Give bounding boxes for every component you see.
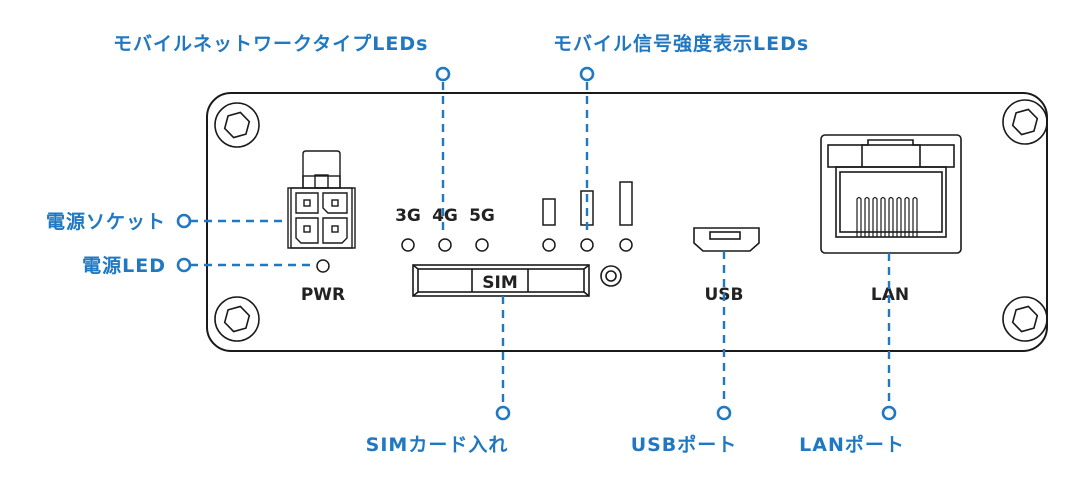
4-pin-power-connector-icon[interactable]	[287, 150, 356, 249]
power-led	[316, 259, 330, 273]
net-5g-label: 5G	[469, 206, 495, 226]
callout-power-socket: 電源ソケット	[46, 210, 166, 233]
screw-icon	[214, 296, 260, 342]
screw-icon	[1002, 296, 1048, 342]
net-3g-label: 3G	[395, 206, 421, 226]
callout-power-led: 電源LED	[82, 254, 166, 277]
signal-led-3	[619, 238, 633, 252]
callout-lan-port: LANポート	[799, 433, 905, 456]
callout-network-type-leds: モバイルネットワークタイプLEDs	[113, 32, 428, 55]
screw-icon	[214, 102, 260, 148]
reset-button-icon[interactable]	[600, 265, 622, 287]
callout-dot-usb	[716, 405, 732, 421]
signal-led-2	[580, 238, 594, 252]
callout-dot-network-type	[435, 66, 451, 82]
micro-usb-port-icon[interactable]	[693, 227, 760, 252]
callout-dot-signal-strength	[579, 66, 595, 82]
signal-led-1	[542, 238, 556, 252]
callout-dot-lan	[881, 405, 897, 421]
led-4g	[438, 238, 452, 252]
signal-bar-1-icon	[542, 198, 556, 226]
pwr-label: PWR	[301, 285, 345, 305]
callout-sim-slot: SIMカード入れ	[366, 434, 509, 456]
signal-bar-3-icon	[619, 181, 633, 226]
sim-label: SIM	[482, 273, 518, 293]
led-5g	[475, 238, 489, 252]
sim-slot[interactable]	[412, 264, 590, 297]
callout-dot-sim	[495, 405, 511, 421]
callout-dot-power-socket	[176, 213, 192, 229]
rj45-port-icon[interactable]	[820, 134, 962, 254]
callout-signal-strength-leds: モバイル信号強度表示LEDs	[553, 32, 809, 55]
screw-icon	[1002, 99, 1048, 145]
callout-usb-port: USBポート	[631, 433, 738, 456]
callout-dot-power-led	[176, 257, 192, 273]
led-3g	[401, 238, 415, 252]
net-4g-label: 4G	[432, 206, 458, 226]
